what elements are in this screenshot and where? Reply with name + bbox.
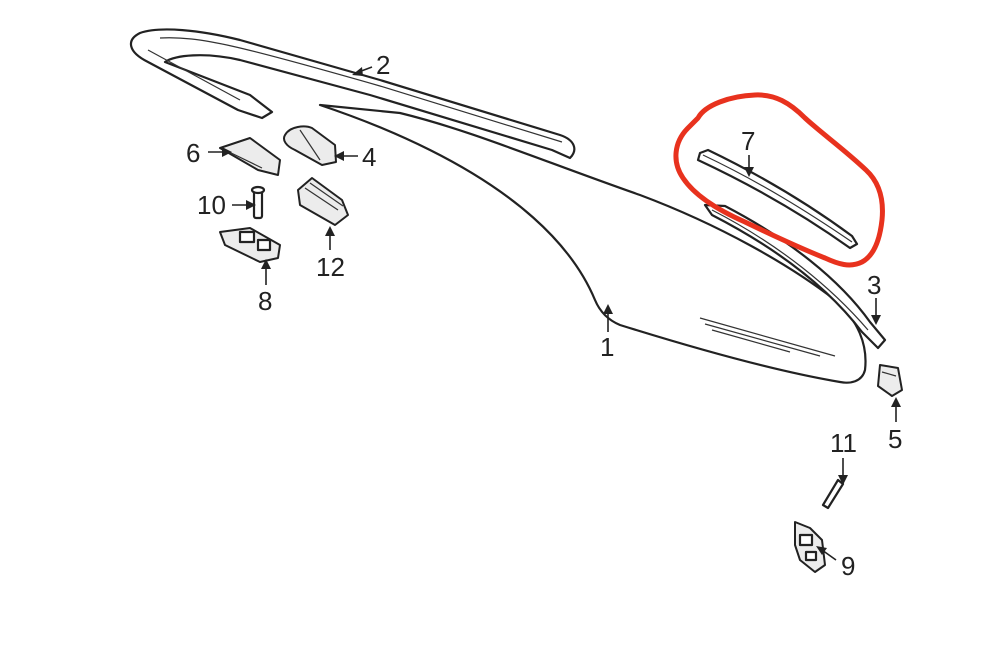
part-9-lower-bracket <box>794 521 826 573</box>
callout-6: 6 <box>186 138 200 168</box>
callout-5: 5 <box>888 424 902 454</box>
part-10-pin <box>250 185 266 220</box>
callout-12: 12 <box>316 252 345 282</box>
callout-9: 9 <box>841 551 855 581</box>
callout-1: 1 <box>600 332 614 362</box>
callout-labels: 2 6 4 10 12 8 1 7 3 5 11 9 <box>186 50 902 581</box>
part-1-glass <box>318 103 867 384</box>
part-4-end-cap <box>283 125 337 166</box>
leader-lines <box>208 66 901 561</box>
part-5-corner-cap <box>877 364 903 397</box>
part-6-bracket <box>219 137 281 176</box>
part-7-moulding-strip <box>696 148 859 250</box>
callout-2: 2 <box>376 50 390 80</box>
part-11-bolt <box>821 478 845 510</box>
highlight-circle-part-7 <box>673 92 885 268</box>
part-2-upper-moulding <box>130 28 576 160</box>
part-12-clip <box>297 177 349 226</box>
callout-7: 7 <box>741 126 755 156</box>
callout-8: 8 <box>258 286 272 316</box>
callout-3: 3 <box>867 270 881 300</box>
callout-10: 10 <box>197 190 226 220</box>
callout-4: 4 <box>362 142 376 172</box>
callout-11: 11 <box>830 428 857 458</box>
part-8-hinge-bracket <box>219 227 281 263</box>
